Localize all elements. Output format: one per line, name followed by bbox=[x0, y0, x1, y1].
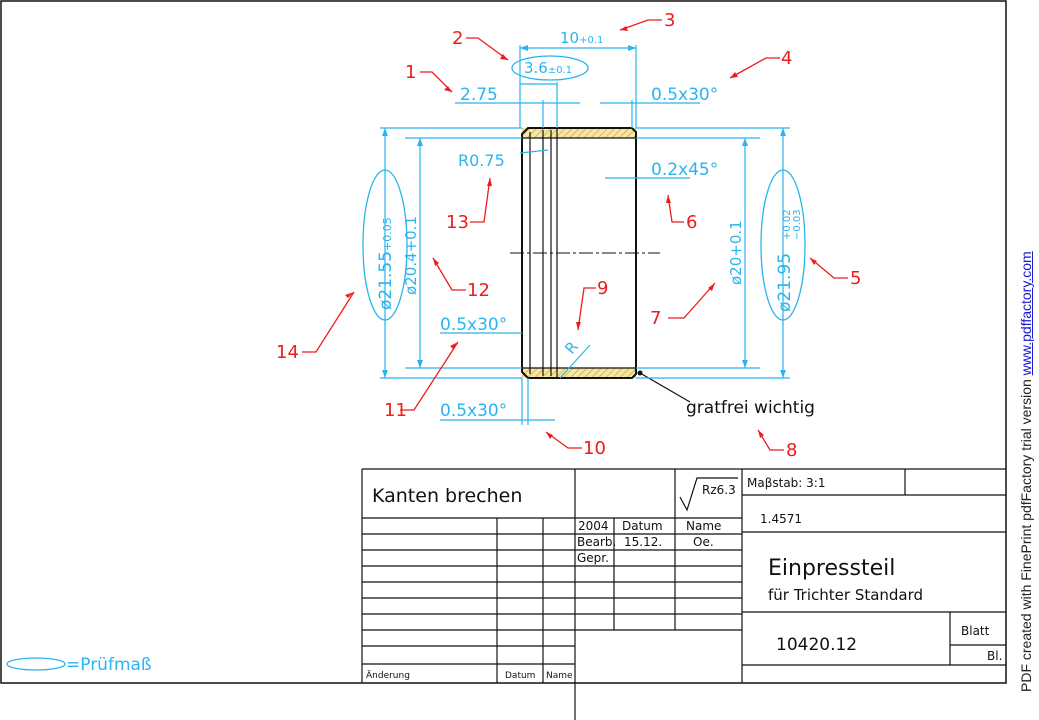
top-wall-hatch bbox=[522, 128, 636, 138]
scale-label: Maβstab: 3:1 bbox=[747, 476, 825, 490]
callout-8: 8 bbox=[786, 440, 797, 461]
pdf-watermark: PDF created with FinePrint pdfFactory tr… bbox=[1018, 0, 1039, 700]
rev-name: Name bbox=[546, 671, 573, 681]
dim-10: 10+0.1 bbox=[560, 29, 603, 47]
dimension-lines bbox=[380, 45, 790, 425]
legend-text: =Prüfmaß bbox=[66, 655, 152, 675]
callout-4: 4 bbox=[781, 48, 792, 69]
edges-note: Kanten brechen bbox=[372, 485, 522, 507]
callout-1: 1 bbox=[405, 62, 416, 83]
watermark-link[interactable]: www.pdffactory.com bbox=[1018, 251, 1034, 376]
dim-d20-4: ø20.4+0.1 bbox=[402, 216, 420, 295]
roughness-value: Rz6.3 bbox=[702, 483, 736, 497]
callout-5: 5 bbox=[850, 268, 861, 289]
dim-2-75: 2.75 bbox=[460, 85, 498, 105]
col-date: Datum bbox=[622, 519, 663, 533]
title-block: Kanten brechen Rz6.3 Maβstab: 3:1 1.4571… bbox=[361, 468, 1006, 683]
callout-9: 9 bbox=[597, 278, 608, 299]
dim-d21-95-tol-lower: −0.03 bbox=[792, 209, 803, 240]
year-label: 2004 bbox=[578, 519, 609, 533]
callouts: 1 2 3 4 5 6 7 8 9 10 bbox=[276, 10, 861, 461]
drawn-date: 15.12. bbox=[624, 535, 662, 549]
dim-d21-55: ø21.55+0.05 bbox=[376, 217, 396, 310]
inspection-ellipse-21-55 bbox=[362, 169, 408, 321]
inspection-ellipse-3-6 bbox=[511, 55, 589, 81]
callout-14: 14 bbox=[276, 342, 299, 363]
drawing-title: Einpressteil bbox=[768, 556, 895, 581]
dim-d21-95: ø21.95 bbox=[775, 253, 795, 312]
sheet-abbrev: Bl. bbox=[987, 649, 1002, 663]
drawing-number: 10420.12 bbox=[776, 635, 857, 655]
drawing-frame bbox=[0, 0, 1007, 684]
drawing-subtitle: für Trichter Standard bbox=[768, 586, 923, 604]
callout-13: 13 bbox=[446, 212, 469, 233]
watermark-text: PDF created with FinePrint pdfFactory tr… bbox=[1018, 251, 1034, 692]
dim-0-5x30-left: 0.5x30° bbox=[440, 315, 507, 335]
callout-12: 12 bbox=[467, 280, 490, 301]
callout-11: 11 bbox=[384, 400, 407, 421]
dimension-texts: 2.75 3.6±0.1 10+0.1 0.5x30° R0.75 0.2x45… bbox=[376, 29, 803, 421]
callout-3: 3 bbox=[664, 10, 675, 31]
row-checked: Gepr. bbox=[577, 551, 609, 565]
dim-0-5x30-top: 0.5x30° bbox=[651, 85, 718, 105]
callout-10: 10 bbox=[583, 438, 606, 459]
legend-ellipse bbox=[6, 657, 66, 671]
callout-6: 6 bbox=[686, 212, 697, 233]
dim-d21-95-tol-upper: +0.02 bbox=[782, 209, 793, 240]
rev-date: Datum bbox=[505, 671, 535, 681]
sheet-label: Blatt bbox=[961, 624, 990, 638]
callout-2: 2 bbox=[452, 28, 463, 49]
inspection-ellipse-21-95 bbox=[760, 169, 806, 321]
dim-d20: ø20+0.1 bbox=[727, 220, 745, 285]
burr-free-note: gratfrei wichtig bbox=[686, 398, 815, 418]
row-drawn: Bearb. bbox=[577, 535, 616, 549]
dim-r0-75: R0.75 bbox=[458, 151, 505, 170]
drawn-name: Oe. bbox=[693, 535, 714, 549]
dim-r: R bbox=[561, 338, 581, 358]
col-name: Name bbox=[686, 519, 721, 533]
dim-3-6: 3.6±0.1 bbox=[524, 59, 572, 77]
callout-7: 7 bbox=[650, 308, 661, 329]
part-geometry bbox=[510, 127, 691, 403]
watermark-prefix: PDF created with FinePrint pdfFactory tr… bbox=[1018, 375, 1034, 692]
bottom-wall-hatch bbox=[522, 368, 636, 378]
material-label: 1.4571 bbox=[760, 512, 802, 526]
rev-change: Änderung bbox=[366, 670, 410, 681]
dim-0-2x45: 0.2x45° bbox=[651, 160, 718, 180]
dim-0-5x30-bottom: 0.5x30° bbox=[440, 401, 507, 421]
